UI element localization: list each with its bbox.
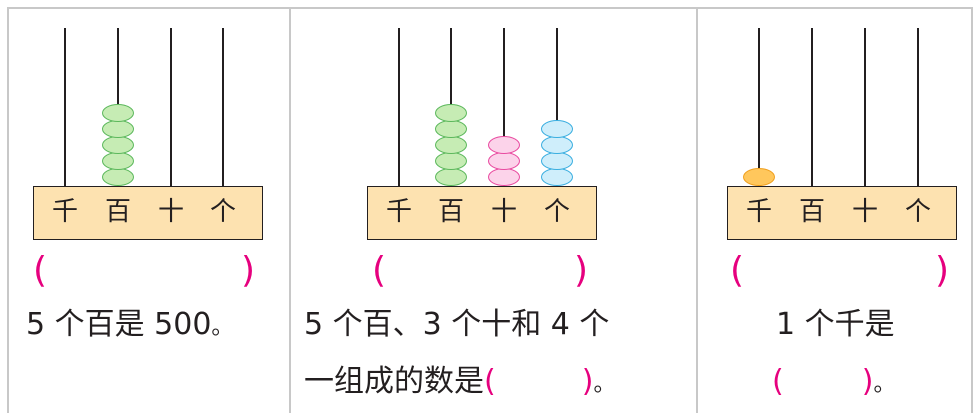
abacus-rod-thousands (398, 28, 400, 186)
full-stop: 。 (873, 372, 896, 397)
abacus-base: 千 百 十 个 (367, 186, 597, 240)
abacus-base: 千 百 十 个 (33, 186, 263, 240)
abacus-rod-ones (556, 28, 558, 186)
answer-paren-left: ( (372, 250, 387, 291)
problem-text-line-2: ()。 (772, 362, 895, 405)
frame-top (7, 7, 973, 9)
answer-blank-open: ( (772, 364, 784, 399)
panel-divider-1 (289, 7, 291, 413)
abacus-rod-tens (170, 28, 172, 186)
full-stop: 。 (211, 315, 234, 340)
abacus-rod-thousands (64, 28, 66, 186)
answer-blank-close: ) (581, 364, 594, 399)
problem-text-line-1: 5 个百、3 个十和 4 个 (304, 305, 609, 345)
problem-statement: 5 个百是 500 (26, 307, 212, 342)
abacus-rod-tens (503, 28, 505, 186)
place-label-ones: 个 (904, 197, 931, 227)
abacus-rod-tens (864, 28, 866, 186)
place-label-tens: 十 (157, 197, 184, 227)
problem-text-line-1: 1 个千是 (776, 305, 895, 345)
answer-paren-left: ( (730, 250, 745, 291)
place-label-thousands: 千 (745, 197, 772, 227)
problem-text-line-2: 一组成的数是()。 (304, 362, 615, 405)
place-label-hundreds: 百 (437, 197, 464, 227)
abacus-bead-hundreds (102, 104, 134, 122)
abacus-bead-hundreds (435, 104, 467, 122)
problem-statement: 1 个千是 (776, 307, 895, 342)
answer-blank-close: ) (861, 364, 874, 399)
problem-panel-1: 千 百 十 个 ( ) 5 个百是 500。 (0, 0, 290, 413)
problem-statement-cont: 一组成的数是 (304, 364, 484, 399)
place-label-tens: 十 (851, 197, 878, 227)
place-label-tens: 十 (490, 197, 517, 227)
problem-text-line-1: 5 个百是 500。 (26, 305, 233, 348)
frame-left (7, 7, 9, 413)
abacus-rod-ones (917, 28, 919, 186)
abacus-rod-ones (222, 28, 224, 186)
answer-paren-right: ) (241, 250, 256, 291)
panel-divider-2 (696, 7, 698, 413)
abacus-rod-thousands (758, 28, 760, 186)
frame-right (971, 7, 973, 413)
answer-paren-right: ) (935, 250, 950, 291)
abacus-rod-hundreds (811, 28, 813, 186)
abacus-bead-ones (541, 120, 573, 138)
full-stop: 。 (593, 372, 616, 397)
abacus-bead-tens (488, 136, 520, 154)
place-label-ones: 个 (543, 197, 570, 227)
answer-blank-open: ( (484, 364, 496, 399)
place-label-hundreds: 百 (104, 197, 131, 227)
abacus-base: 千 百 十 个 (727, 186, 957, 240)
place-label-ones: 个 (209, 197, 236, 227)
answer-paren-left: ( (33, 250, 48, 291)
abacus-bead-thousands (743, 168, 775, 186)
place-label-thousands: 千 (385, 197, 412, 227)
problem-statement: 5 个百、3 个十和 4 个 (304, 307, 610, 342)
answer-paren-right: ) (574, 250, 589, 291)
place-label-hundreds: 百 (798, 197, 825, 227)
place-label-thousands: 千 (51, 197, 78, 227)
